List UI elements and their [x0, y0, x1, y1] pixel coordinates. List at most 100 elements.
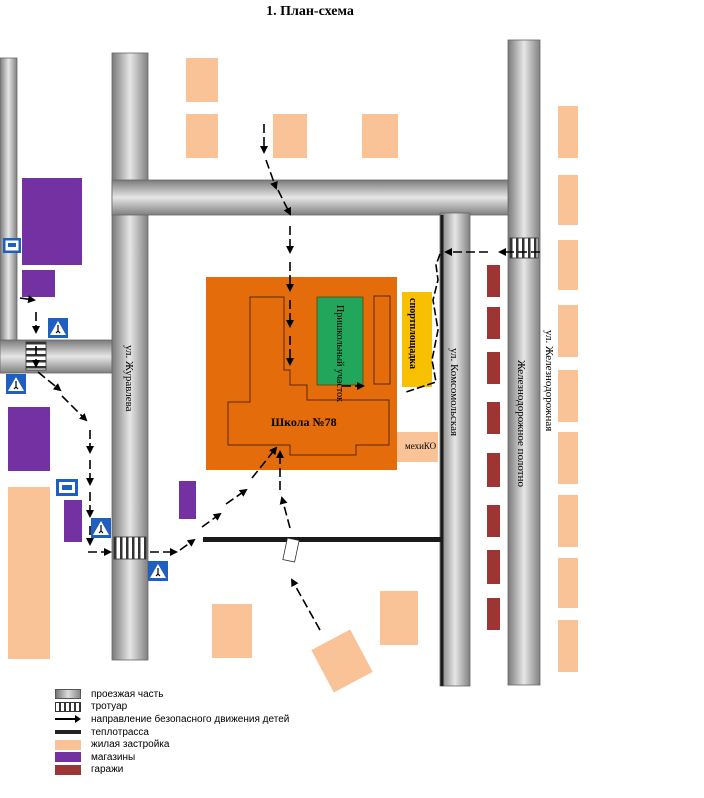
legend-item-shops: магазины — [55, 751, 355, 764]
garden-plot — [316, 296, 364, 386]
heating-main-crossing — [282, 537, 300, 563]
garage — [487, 402, 500, 434]
residential-block — [558, 620, 578, 672]
residential-block — [380, 591, 418, 645]
legend-swatch-heating-main — [55, 730, 81, 735]
residential-block — [8, 487, 50, 659]
pedestrian-crossing-sign-icon — [91, 518, 111, 538]
shops — [8, 178, 196, 542]
legend-item-road: проезжая часть — [55, 688, 355, 701]
street-komsomolskaya-label: ул. Комсомольская — [448, 348, 460, 436]
legend-item-residential: жилая застройка — [55, 738, 355, 751]
direction-arrow-icon — [19, 295, 36, 304]
sports-ground — [402, 292, 432, 387]
legend-label: теплотрасса — [91, 726, 149, 738]
direction-arrow-icon — [61, 395, 88, 422]
road-signs — [3, 238, 168, 581]
school-territory — [206, 277, 397, 470]
pedestrian-crossing-sign-icon — [48, 318, 68, 338]
page-title: 1. План-схема — [266, 4, 354, 19]
legend-arrow-icon — [55, 714, 81, 724]
legend-swatch-road — [55, 689, 81, 700]
residential-block — [558, 175, 578, 225]
street-zhuravleva-label: ул. Журавлева — [123, 345, 135, 412]
crosswalk-zheleznodorozhnaya — [509, 237, 539, 259]
bus-stop-sign-icon — [56, 479, 78, 496]
legend-swatch-garages — [55, 764, 81, 775]
crosswalk-zhuravleva — [113, 536, 147, 560]
legend-label: направление безопасного движения детей — [91, 713, 290, 725]
residential-block — [558, 558, 578, 608]
residential-block — [186, 58, 218, 102]
garage — [487, 505, 500, 537]
legend-label: проезжая часть — [91, 688, 164, 700]
garages — [487, 265, 500, 630]
garage — [487, 307, 500, 339]
garage — [487, 598, 500, 630]
residential-block — [558, 106, 578, 158]
garage — [487, 550, 500, 584]
garage — [487, 265, 500, 297]
garage — [487, 352, 500, 384]
legend-label: магазины — [91, 751, 136, 763]
legend-label: тротуар — [91, 701, 128, 713]
school-grounds: Школа №78 Пришкольный участок спортплоща… — [206, 277, 432, 470]
legend-item-safe-route: направление безопасного движения детей — [55, 713, 355, 726]
heating-main-line — [203, 537, 441, 542]
crossings — [25, 237, 539, 560]
heating-main — [203, 215, 444, 686]
road-left-edge — [0, 57, 18, 374]
crosswalk-left — [25, 341, 47, 371]
residential-block — [362, 114, 398, 158]
residential-block — [311, 629, 373, 693]
residential-buildings — [8, 58, 578, 693]
pedestrian-crossing-sign-icon — [148, 561, 168, 581]
road-zheleznodorozhnaya — [507, 39, 541, 686]
residential-block — [212, 604, 252, 658]
legend-label: гаражи — [91, 764, 124, 776]
street-zheleznodorozhnaya-label: ул. Железнодорожная — [543, 330, 555, 431]
direction-arrow-icon — [201, 512, 222, 528]
sports-ground-label: спортплощадка — [407, 298, 418, 369]
legend-swatch-residential — [55, 739, 81, 750]
shop-building — [64, 500, 82, 542]
school-building — [227, 296, 390, 456]
bus-stop-sign-icon — [3, 238, 21, 253]
shop-building — [179, 481, 196, 519]
residential-block — [558, 240, 578, 290]
legend-swatch-sidewalk — [55, 701, 81, 712]
workshop-building — [396, 432, 438, 462]
residential-block — [558, 432, 578, 484]
road-komsomolskaya — [439, 212, 471, 687]
legend-label: жилая застройка — [91, 739, 170, 751]
garden-plot-label: Пришкольный участок — [334, 305, 345, 402]
direction-arrow-icon — [225, 488, 248, 505]
safe-route-arrows — [19, 124, 540, 631]
shop-building — [8, 407, 50, 471]
legend-item-heating-main: теплотрасса — [55, 726, 355, 739]
legend-item-garages: гаражи — [55, 764, 355, 777]
direction-arrow-icon — [265, 159, 278, 190]
direction-arrow-icon — [291, 578, 321, 631]
workshop-label: мехиКО — [405, 441, 437, 451]
residential-block — [558, 370, 578, 422]
direction-arrow-icon — [251, 446, 278, 479]
direction-arrow-icon — [277, 189, 291, 216]
garage — [487, 453, 500, 487]
residential-block — [186, 114, 218, 158]
legend-swatch-shops — [55, 752, 81, 763]
direction-arrow-icon — [279, 496, 291, 529]
legend-item-sidewalk: тротуар — [55, 701, 355, 714]
safe-route-dashes — [405, 253, 441, 393]
school-wing — [373, 295, 391, 385]
direction-arrow-icon — [37, 371, 62, 392]
pedestrian-crossing-sign-icon — [6, 374, 26, 394]
direction-arrow-icon — [179, 538, 196, 551]
map-legend: проезжая часть тротуар направление безоп… — [55, 688, 355, 776]
residential-block — [558, 305, 578, 357]
residential-block — [273, 114, 307, 158]
railway-label: Железнодорожное полотно — [515, 360, 527, 487]
residential-block — [558, 495, 578, 547]
school-label: Школа №78 — [271, 415, 337, 429]
